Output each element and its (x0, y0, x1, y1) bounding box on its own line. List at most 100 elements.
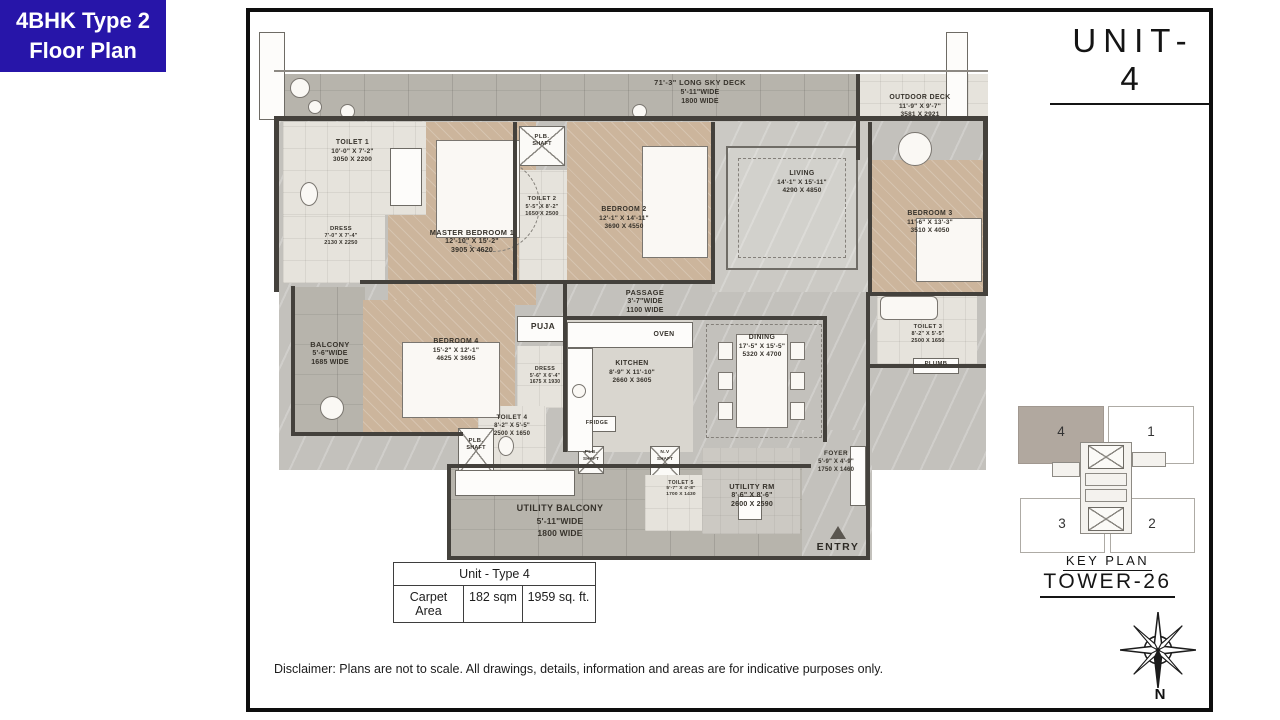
appliance (738, 496, 762, 520)
dining-rug (706, 324, 822, 438)
wall (447, 556, 811, 560)
dining-chair (718, 342, 733, 360)
dining-chair (718, 372, 733, 390)
wall (291, 286, 295, 436)
dining-chair (790, 372, 805, 390)
key-plan-title: KEY PLAN (1005, 552, 1210, 571)
top-left-ledge (259, 32, 285, 120)
wall (563, 280, 567, 452)
foyer-cabinet (850, 446, 866, 506)
wall (856, 74, 860, 160)
wall (983, 116, 988, 296)
compass-north-label: N (1154, 686, 1166, 703)
entry-label: ENTRY (816, 541, 860, 553)
tower-title: TOWER-26 (1005, 570, 1210, 598)
keyplan-unit4-number: 4 (1057, 424, 1065, 439)
room-label-fridge: FRIDGE (585, 420, 609, 426)
planter-icon (290, 78, 310, 98)
key-plan-core (1088, 445, 1124, 469)
bed-4 (402, 342, 500, 418)
planter-icon (308, 100, 322, 114)
kitchen-counter (567, 348, 593, 452)
dining-chair (718, 402, 733, 420)
room-label-puja: PUJA (530, 321, 556, 331)
bed-2 (642, 146, 708, 258)
wc-icon (498, 436, 514, 456)
plan-type-badge: 4BHK Type 2 Floor Plan (0, 0, 166, 72)
balcony-chair-icon (320, 396, 344, 420)
wall (866, 364, 870, 560)
kitchen-counter (567, 322, 693, 348)
keyplan-unit3-number: 3 (1058, 516, 1066, 531)
room-label-plb_shaft_bottom: PLB.SHAFT (466, 438, 486, 451)
room-label-oven: OVEN (653, 331, 675, 338)
bed-3 (916, 218, 982, 282)
living-rug-inner (738, 158, 846, 258)
bed-master (436, 140, 520, 238)
utility-counter (455, 470, 575, 496)
wall (823, 316, 827, 442)
wall (447, 464, 451, 560)
sky-deck-area (276, 74, 876, 121)
kitchen-sink-icon (572, 384, 586, 398)
key-plan-core (1088, 507, 1124, 531)
table-cell-sqm: 182 sqm (464, 586, 523, 622)
wall (565, 316, 827, 320)
badge-line1: 4BHK Type 2 (15, 8, 151, 33)
bathtub-icon (880, 296, 938, 320)
wall (513, 122, 517, 282)
entry-marker: ENTRY (806, 526, 870, 553)
dining-table (736, 334, 788, 428)
room-label-plumb: PLUMB (924, 361, 948, 367)
room-label-plb_shaft_small: PLB.SHAFT (583, 450, 599, 461)
deck-chair-icon (898, 132, 932, 166)
badge-line2: Floor Plan (29, 38, 137, 63)
wall (866, 292, 870, 368)
key-plan-core (1085, 489, 1127, 502)
disclaimer-text: Disclaimer: Plans are not to scale. All … (274, 662, 884, 676)
wall (447, 464, 811, 468)
wall (360, 280, 715, 284)
room-label-plb_shaft_top: PLB.SHAFT (532, 134, 552, 147)
dining-chair (790, 402, 805, 420)
puja-area (517, 316, 569, 342)
unit-title: UNIT-4 (1050, 22, 1210, 105)
living-rug (726, 146, 858, 270)
dress-master-area (283, 215, 385, 283)
wall (274, 116, 988, 121)
table-cell-sqft: 1959 sq. ft. (527, 590, 590, 604)
keyplan-unit2-number: 2 (1148, 516, 1156, 531)
toilet3-area (877, 292, 977, 364)
toilet5-area (645, 475, 711, 531)
keyplan-unit1-number: 1 (1147, 424, 1155, 439)
carpet-area-table: Unit - Type 4 Carpet Area 182 sqm 1959 s… (393, 562, 596, 623)
wc-icon (300, 182, 318, 206)
wall (807, 556, 870, 560)
wall (866, 364, 986, 368)
compass-rose-icon (1120, 612, 1196, 688)
table-header: Unit - Type 4 (394, 563, 595, 586)
wall (291, 432, 463, 436)
dining-chair (790, 342, 805, 360)
